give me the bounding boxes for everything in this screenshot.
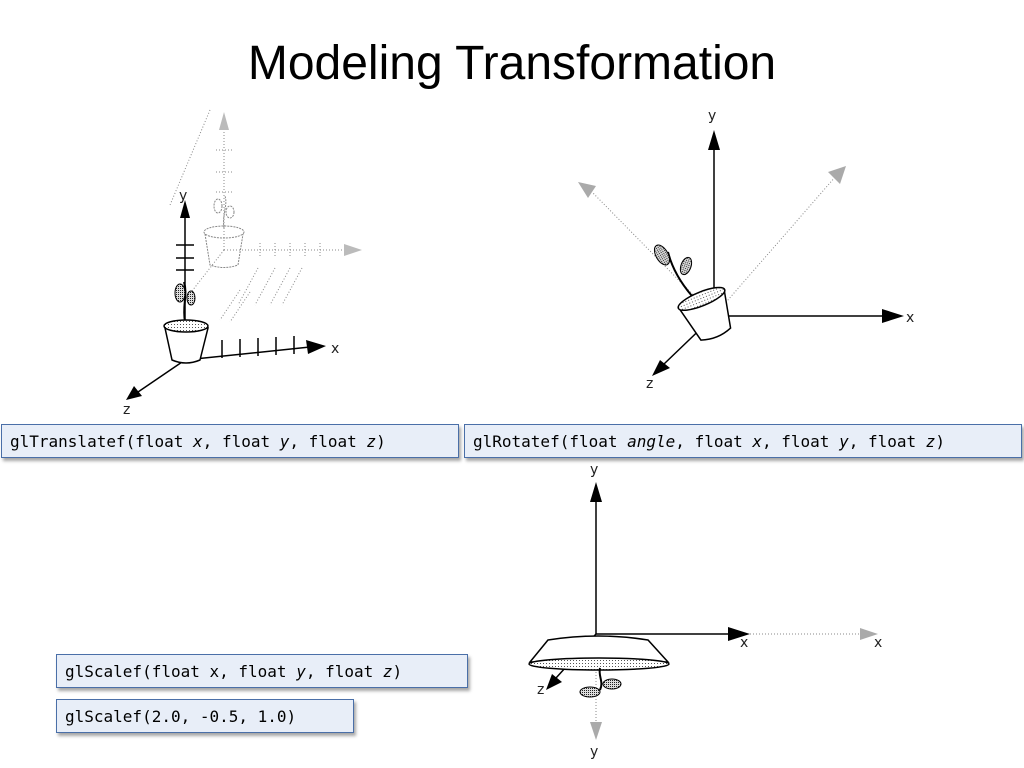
rotate-sep0: , float [675, 432, 753, 451]
translate-y-label: y [179, 188, 187, 204]
scale-x-label: x [740, 635, 748, 651]
translate-y-param: y [279, 432, 290, 451]
glscalef-box: glScalef(float x, float y, float z) [56, 654, 468, 688]
scale-sep: , float [305, 662, 383, 681]
translate-x-label: x [331, 341, 339, 357]
rotate-sep1: , float [762, 432, 840, 451]
translate-x-param: x [193, 432, 203, 451]
translate-suffix: ) [376, 432, 386, 451]
glrotatef-box: glRotatef(float angle, float x, float y,… [464, 424, 1022, 458]
rotate-x-param: x [752, 432, 762, 451]
translate-prefix: glTranslatef(float [10, 432, 194, 451]
scale-y-param: y [296, 662, 306, 681]
rotate-prefix: glRotatef(float [473, 432, 628, 451]
scale-z-label: z [537, 682, 544, 698]
rotate-z-label: z [646, 376, 653, 392]
scale-prefix: glScalef(float x, float [65, 662, 297, 681]
translate-z-param: z [366, 432, 377, 451]
rotate-y-param: y [839, 432, 849, 451]
rotate-y-label: y [708, 108, 716, 124]
rotate-x-label: x [906, 310, 914, 326]
slide-title: Modeling Transformation [247, 37, 777, 90]
glscalef-example-box: glScalef(2.0, -0.5, 1.0) [56, 699, 354, 733]
scale-scaled-x-label: x [874, 635, 882, 651]
rotate-sep2: , float [848, 432, 926, 451]
translate-sep2: , float [289, 432, 367, 451]
rotate-suffix: ) [935, 432, 946, 451]
translate-diagram: y x z [123, 109, 362, 418]
rotate-diagram: y x z [578, 108, 914, 392]
translate-z-label: z [123, 402, 130, 418]
scale-z-param: z [382, 662, 393, 681]
scale-suffix: ) [392, 662, 403, 681]
scale-example-text: glScalef(2.0, -0.5, 1.0) [65, 707, 297, 726]
scale-y-label: y [590, 462, 598, 478]
rotate-angle-param: angle [627, 432, 676, 451]
translate-sep1: , float [202, 432, 280, 451]
scale-diagram: y x x z y [528, 462, 882, 760]
rotate-z-param: z [925, 432, 936, 451]
gltranslatef-box: glTranslatef(float x, float y, float z) [1, 424, 459, 458]
scale-scaled-y-label: y [590, 744, 598, 760]
